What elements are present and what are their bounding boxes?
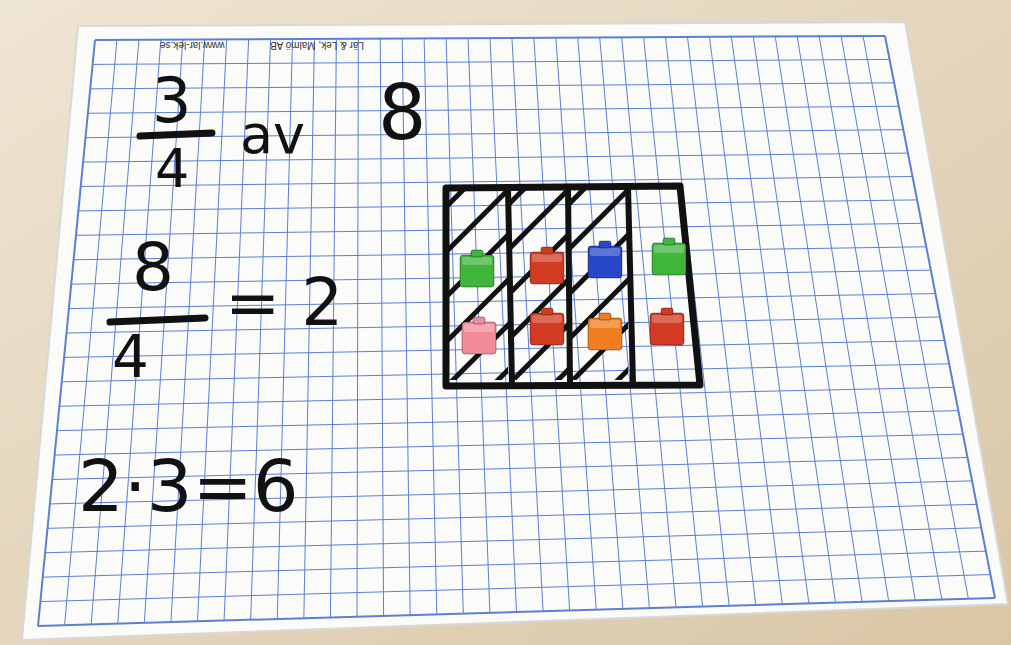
grid-line: [45, 528, 981, 553]
grid-line: [69, 294, 936, 309]
denominator: 4: [155, 142, 189, 196]
hatch-line: [448, 320, 508, 380]
unit-cubes: [460, 238, 686, 354]
numerator: 3: [152, 70, 191, 132]
hatch-line: [568, 365, 628, 380]
word: av: [240, 108, 305, 162]
number: 8: [378, 75, 426, 151]
unit-cube: [460, 250, 494, 287]
grid-line: [95, 36, 885, 40]
brand-text: Lär & Lek, Malmö AB: [270, 40, 364, 50]
unit-cube: [652, 238, 686, 275]
fraction-model: [443, 140, 700, 525]
grid-line: [64, 340, 944, 357]
grid-line: [59, 387, 953, 406]
grid-line: [57, 411, 958, 431]
whiteboard: [22, 22, 1008, 640]
equation: 2·3=6: [78, 450, 299, 522]
hatching: [508, 190, 568, 380]
hatching: [568, 190, 628, 380]
hatch-line: [508, 275, 568, 345]
grid-lines: [38, 36, 995, 626]
numerator: 8: [132, 235, 174, 301]
unit-cube: [650, 308, 684, 345]
hatching: [448, 190, 508, 380]
denominator: 4: [112, 328, 149, 386]
unit-cube: [530, 247, 564, 284]
grid-line: [93, 59, 890, 64]
fraction-bar: [110, 318, 205, 322]
grid-line: [43, 551, 986, 577]
hatch-line: [508, 365, 568, 380]
unit-cube: [588, 241, 622, 278]
grid-line: [83, 153, 908, 162]
grid-line: [40, 575, 990, 602]
grid-line: [88, 106, 899, 113]
grid-line: [38, 598, 995, 626]
unit-cube: [530, 308, 564, 345]
fraction-bar: [140, 133, 212, 136]
unit-cube: [462, 317, 496, 354]
equation: = 2: [225, 270, 343, 336]
brand-url: www.lar-lek.se: [160, 40, 224, 50]
unit-cube: [588, 313, 622, 350]
grid-line: [76, 223, 922, 235]
hatch-line: [448, 365, 508, 380]
grid-line: [71, 270, 931, 284]
grid-line: [74, 247, 927, 260]
grid-line: [90, 83, 894, 89]
grid-line: [86, 130, 904, 138]
